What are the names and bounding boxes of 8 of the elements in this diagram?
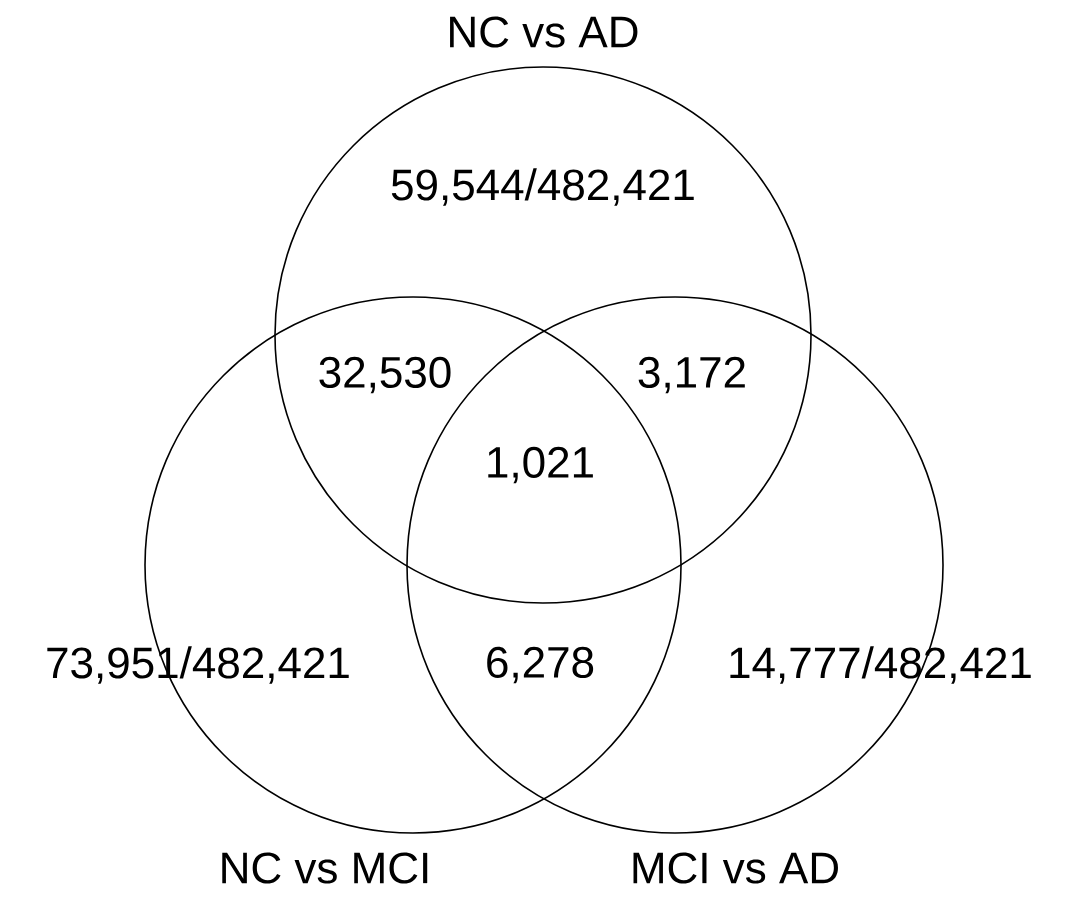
set-label: NC vs AD bbox=[450, 16, 638, 48]
count-label: 32,530 bbox=[319, 356, 451, 394]
set-label: MCI vs AD bbox=[633, 852, 838, 884]
set-label: NC vs MCI bbox=[222, 852, 428, 884]
count-label: 3,172 bbox=[638, 356, 745, 394]
count-label: 59,544/482,421 bbox=[391, 168, 694, 206]
count-label: 6,278 bbox=[487, 646, 594, 684]
count-label: 1,021 bbox=[488, 446, 593, 484]
